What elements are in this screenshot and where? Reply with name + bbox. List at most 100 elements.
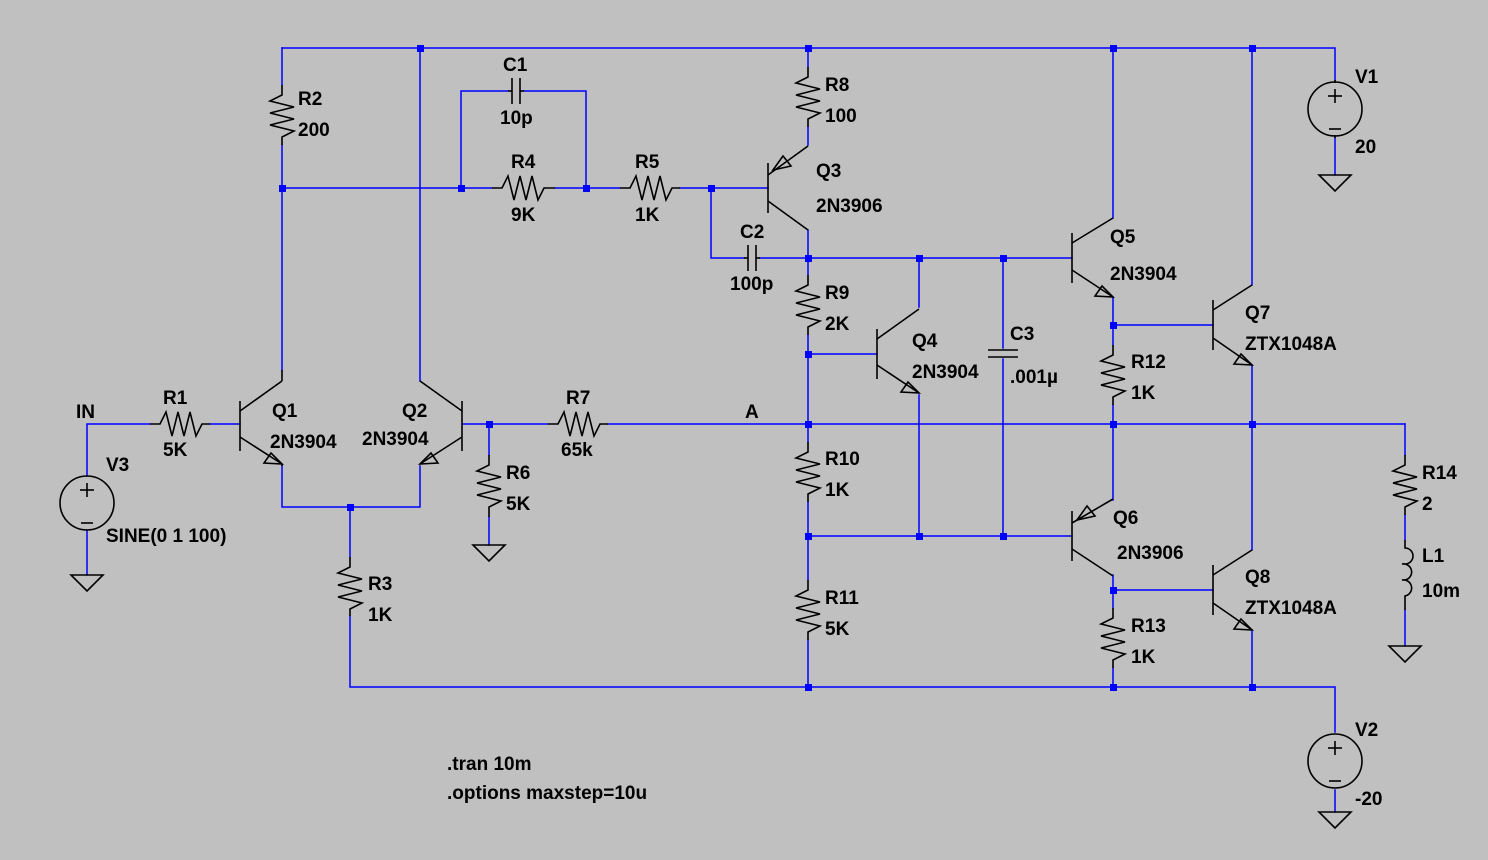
junction-dot [1249, 684, 1256, 691]
q1-ref: Q1 [272, 401, 298, 422]
resistor-body [793, 275, 823, 335]
q6-ref: Q6 [1113, 508, 1138, 529]
capacitor-c2[interactable]: C2 100p [730, 222, 773, 295]
junction-dot [1000, 255, 1007, 262]
resistor-r10[interactable]: R10 1K [793, 442, 860, 502]
junction-dot [805, 684, 812, 691]
emitter-arrow [417, 451, 440, 465]
transistor-q3[interactable]: Q3 2N3906 [767, 145, 883, 231]
emitter-arrow [1232, 352, 1255, 366]
resistor-r3[interactable]: R3 1K [335, 557, 393, 626]
c1-ref: C1 [503, 55, 528, 76]
l1-value: 10m [1422, 581, 1460, 602]
resistor-r2[interactable]: R2 200 [267, 85, 330, 145]
r12-ref: R12 [1131, 352, 1166, 373]
resistor-r9[interactable]: R9 2K [793, 275, 850, 335]
transistor-q7[interactable]: Q7 ZTX1048A [1212, 284, 1337, 366]
transistor-q6[interactable]: Q6 2N3906 [1071, 498, 1184, 577]
junction-dot [583, 185, 590, 192]
resistor-r4[interactable]: R4 9K [492, 152, 555, 226]
r5-ref: R5 [635, 152, 660, 173]
capacitor-c1[interactable]: C1 10p [500, 55, 533, 129]
junction-dot [279, 185, 286, 192]
resistor-r8[interactable]: R8 100 [793, 67, 857, 127]
voltage-source-v2[interactable]: V2 -20 [1307, 720, 1382, 810]
junction-dot [347, 504, 354, 511]
r13-value: 1K [1131, 647, 1156, 668]
wire-bottom-rail[interactable] [349, 615, 1336, 733]
junction-dot [916, 533, 923, 540]
resistor-r1[interactable]: R1 5K [150, 388, 210, 461]
r10-value: 1K [825, 480, 850, 501]
emitter-arrow [1075, 504, 1097, 522]
junction-dot [805, 351, 812, 358]
capacitor-c3[interactable]: C3 .001µ [988, 324, 1058, 388]
v3-ref: V3 [106, 455, 129, 476]
junction-dot [805, 533, 812, 540]
q5-value: 2N3904 [1110, 264, 1177, 285]
wire-top-rail[interactable] [281, 47, 1336, 81]
voltage-source-v1[interactable]: V1 20 [1307, 67, 1379, 158]
c3-value: .001µ [1010, 367, 1058, 388]
resistor-r14[interactable]: R14 2 [1390, 455, 1457, 515]
resistor-r12[interactable]: R12 1K [1098, 345, 1166, 405]
resistor-r6[interactable]: R6 5K [474, 455, 531, 517]
spice-directive-options[interactable]: .options maxstep=10u [447, 783, 647, 804]
junction-dot [1110, 587, 1117, 594]
junction-dot [417, 45, 424, 52]
q4-ref: Q4 [912, 331, 938, 352]
r5-value: 1K [635, 205, 660, 226]
l1-ref: L1 [1422, 546, 1445, 567]
junction-dot [1110, 684, 1117, 691]
transistor-q8[interactable]: Q8 ZTX1048A [1212, 549, 1337, 631]
emitter-arrow [262, 451, 285, 465]
r3-ref: R3 [368, 574, 392, 595]
junction-dot [805, 421, 812, 428]
q5-ref: Q5 [1110, 227, 1136, 248]
resistor-body [335, 557, 365, 616]
net-label-in[interactable]: IN [76, 402, 95, 423]
r7-ref: R7 [566, 388, 590, 409]
resistor-r13[interactable]: R13 1K [1098, 608, 1166, 668]
r3-value: 1K [368, 605, 393, 626]
r6-value: 5K [506, 494, 531, 515]
r9-ref: R9 [825, 283, 849, 304]
junction-dot [1249, 421, 1256, 428]
junction-dot [1110, 421, 1117, 428]
junction-dot [805, 45, 812, 52]
junction-dot [486, 421, 493, 428]
transistor-q1[interactable]: Q1 2N3904 [239, 370, 337, 466]
ground-icon [471, 544, 507, 563]
junction-dot [805, 255, 812, 262]
resistor-r7[interactable]: R7 65k [548, 388, 608, 461]
r2-ref: R2 [298, 89, 322, 110]
transistor-q5[interactable]: Q5 2N3904 [1071, 217, 1177, 298]
transistor-q4[interactable]: Q4 2N3904 [876, 308, 979, 394]
wires [86, 47, 1406, 813]
inductor-l1[interactable]: L1 10m [1401, 540, 1460, 610]
r10-ref: R10 [825, 449, 860, 470]
q8-ref: Q8 [1245, 567, 1270, 588]
emitter-arrow [1232, 617, 1255, 631]
source-circle [1307, 733, 1363, 789]
resistor-body [793, 67, 823, 127]
resistor-r5[interactable]: R5 1K [620, 152, 680, 226]
q4-value: 2N3904 [912, 362, 979, 383]
q7-ref: Q7 [1245, 303, 1270, 324]
r4-ref: R4 [511, 152, 536, 173]
r12-value: 1K [1131, 383, 1156, 404]
spice-directive-tran[interactable]: .tran 10m [447, 754, 531, 775]
resistor-r11[interactable]: R11 5K [793, 580, 859, 640]
r1-ref: R1 [163, 388, 188, 409]
resistor-body [267, 85, 297, 145]
wire-input[interactable] [86, 423, 151, 477]
emitter-arrow [899, 380, 922, 394]
net-label-a[interactable]: A [745, 402, 759, 423]
junction-dot [1110, 322, 1117, 329]
v2-value: -20 [1355, 789, 1382, 810]
ground-icon [1317, 811, 1353, 830]
voltage-source-v3[interactable]: V3 SINE(0 1 100) [59, 455, 226, 547]
transistor-q2[interactable]: Q2 2N3904 [362, 380, 463, 465]
resistor-body [1098, 608, 1128, 668]
ground-icon [69, 574, 105, 593]
